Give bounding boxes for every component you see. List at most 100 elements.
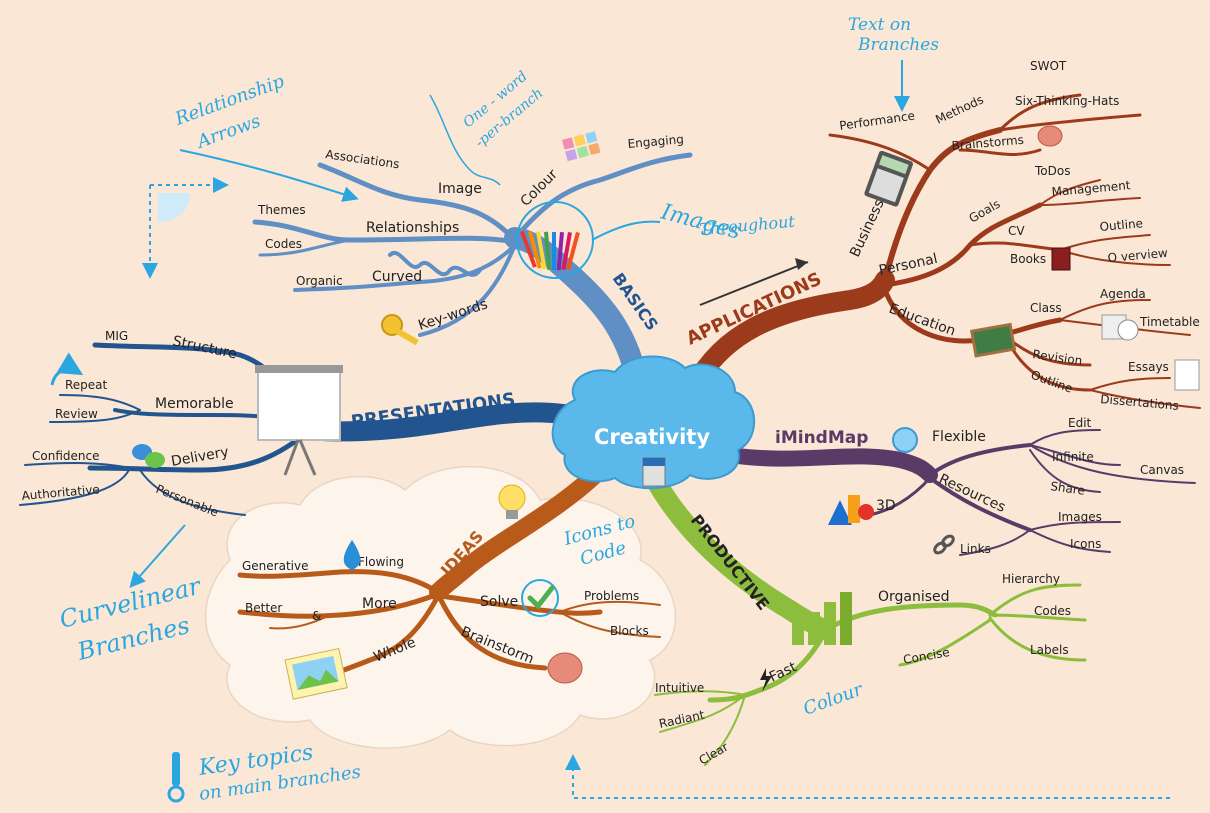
prod-organised: Organised xyxy=(878,589,950,605)
imm-edit: Edit xyxy=(1068,416,1092,430)
app-books: Books xyxy=(1010,252,1046,266)
ideas-solve: Solve xyxy=(480,594,518,610)
prod-intuitive: Intuitive xyxy=(655,681,704,695)
imm-infinite: Infinite xyxy=(1052,450,1094,464)
basics-organic: Organic xyxy=(296,274,343,288)
app-dissertations: Dissertations xyxy=(1100,392,1180,413)
imindmap-main-branch xyxy=(722,447,938,483)
pres-repeat: Repeat xyxy=(65,378,108,392)
ideas-better: Better xyxy=(245,601,282,615)
basics-themes: Themes xyxy=(257,203,306,217)
pres-delivery: Delivery xyxy=(170,444,230,470)
pencils-icon xyxy=(520,230,580,271)
app-todos: ToDos xyxy=(1034,164,1070,178)
app-business: Business xyxy=(847,197,888,260)
lightbulb-icon xyxy=(498,484,526,519)
imm-icons: Icons xyxy=(1070,537,1101,551)
ideas-generative: Generative xyxy=(242,559,308,573)
lightning-icon xyxy=(760,668,772,692)
imm-share: Share xyxy=(1050,479,1086,498)
center-label: Creativity xyxy=(594,425,710,449)
check-icon xyxy=(521,579,559,617)
colour-palette-icon xyxy=(562,131,601,162)
productive-label: PRODUCTIVE xyxy=(687,511,773,614)
ideas-amp: & xyxy=(312,609,321,623)
applications-main-branch xyxy=(680,270,895,405)
app-revision: Revision xyxy=(1032,347,1084,368)
imm-images: Images xyxy=(1058,510,1102,524)
ideas-main-branch xyxy=(429,461,609,601)
prod-labels: Labels xyxy=(1030,643,1069,657)
book-icon xyxy=(1051,247,1071,271)
pres-structure: Structure xyxy=(171,333,238,362)
app-swot: SWOT xyxy=(1030,59,1067,73)
ideas-subbranches xyxy=(237,569,661,688)
prod-codes: Codes xyxy=(1034,604,1071,618)
pres-personable: Personable xyxy=(154,482,220,520)
brain-icon xyxy=(547,652,583,684)
ideas-blocks: Blocks xyxy=(610,624,649,638)
note-text-on-branches-1: Text on xyxy=(848,15,911,35)
basics-associations: Associations xyxy=(325,147,401,171)
imm-flexible: Flexible xyxy=(932,429,986,445)
repeat-arrow-icon xyxy=(50,352,84,386)
imm-resources: Resources xyxy=(936,471,1008,516)
blackboard-icon xyxy=(970,322,1017,358)
brain-icon xyxy=(1037,125,1063,147)
paint-bucket-icon xyxy=(642,457,666,487)
pres-memorable: Memorable xyxy=(155,396,234,412)
note-text-on-branches-2: Branches xyxy=(857,35,939,55)
chat-bubbles-icon xyxy=(132,444,165,468)
prod-radiant: Radiant xyxy=(658,708,706,731)
app-cv: CV xyxy=(1008,224,1025,238)
calculator-icon xyxy=(864,150,913,207)
document-icon xyxy=(1174,359,1200,391)
imindmap-label: iMindMap xyxy=(775,428,868,448)
app-performance: Performance xyxy=(838,109,915,133)
app-timetable: Timetable xyxy=(1139,315,1200,329)
center-cloud xyxy=(551,355,756,490)
pres-review: Review xyxy=(55,407,98,421)
basics-keywords: Key-words xyxy=(416,296,489,333)
imm-3d: 3D xyxy=(876,498,896,514)
globe-icon xyxy=(892,427,918,453)
water-drop-icon xyxy=(343,540,361,570)
key-icon xyxy=(381,314,419,346)
key-sketch-icon xyxy=(167,752,185,803)
basics-relationships: Relationships xyxy=(366,220,459,236)
app-management: Management xyxy=(1051,178,1131,199)
picture-icon xyxy=(284,647,348,700)
link-icon xyxy=(933,534,955,555)
app-class: Class xyxy=(1030,301,1062,315)
shapes-3d-icon xyxy=(828,495,874,525)
prod-hierarchy: Hierarchy xyxy=(1002,572,1060,586)
basics-codes: Codes xyxy=(265,237,302,251)
productive-main-branch xyxy=(645,470,835,640)
app-overview: O verview xyxy=(1107,246,1168,265)
bar-chart-icon xyxy=(792,592,852,645)
ideas-flowing: Flowing xyxy=(358,555,404,569)
pres-authoritative: Authoritative xyxy=(21,482,100,503)
pres-mig: MIG xyxy=(105,329,128,343)
clock-icon xyxy=(1101,314,1139,341)
basics-image: Image xyxy=(438,181,482,197)
imindmap-subbranches xyxy=(868,429,1196,556)
presentation-board-icon xyxy=(255,365,343,476)
basics-subbranches xyxy=(252,152,693,337)
app-brainstorms: Brainstorms xyxy=(951,133,1024,153)
app-agenda: Agenda xyxy=(1100,287,1146,301)
app-methods: Methods xyxy=(933,92,985,126)
productive-subbranches xyxy=(654,583,1087,766)
ideas-problems: Problems xyxy=(584,589,639,603)
ideas-more: More xyxy=(362,596,397,612)
imm-canvas: Canvas xyxy=(1140,463,1184,477)
app-goals: Goals xyxy=(967,197,1003,226)
prod-concise: Concise xyxy=(902,645,951,667)
prod-clear: Clear xyxy=(697,740,731,768)
app-six-hats: Six-Thinking-Hats xyxy=(1015,94,1119,108)
applications-subbranches xyxy=(828,93,1201,409)
app-outline2: Outline xyxy=(1029,368,1075,396)
app-outline: Outline xyxy=(1099,216,1143,234)
